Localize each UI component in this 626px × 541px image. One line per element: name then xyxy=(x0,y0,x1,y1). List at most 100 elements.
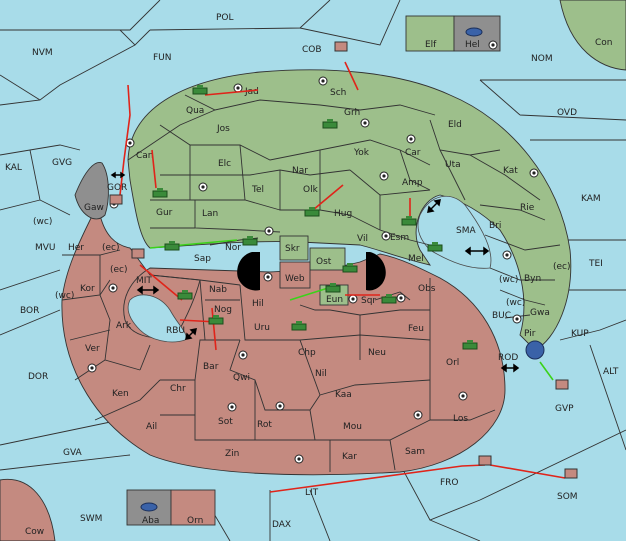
label-fro: FRO xyxy=(440,478,459,488)
army-unit[interactable] xyxy=(564,468,578,479)
army-unit[interactable] xyxy=(381,294,397,304)
label-dor: DOR xyxy=(28,372,48,382)
order-arrow xyxy=(139,264,183,301)
label-swm: SWM xyxy=(80,514,102,524)
army-unit[interactable] xyxy=(192,85,208,95)
label-grh: Grh xyxy=(344,108,360,118)
label-kam: KAM xyxy=(581,194,601,204)
label-sma: SMA xyxy=(456,226,476,236)
label-ken: Ken xyxy=(112,389,129,399)
army-unit[interactable] xyxy=(304,207,320,217)
label-hug: Hug xyxy=(334,209,352,219)
label-som: SOM xyxy=(557,492,578,502)
label-orn: Orn xyxy=(187,516,203,526)
label-kal: KAL xyxy=(5,163,22,173)
province-elf[interactable] xyxy=(405,15,455,52)
army-unit[interactable] xyxy=(555,379,569,390)
label-obs: Obs xyxy=(418,284,436,294)
label-rod: ROD xyxy=(498,353,518,363)
arrow-both-icon xyxy=(185,328,197,340)
label-coast-wc: (wc) xyxy=(55,291,74,301)
label-jad: Jad xyxy=(244,87,259,97)
label-aba: Aba xyxy=(142,516,159,526)
label-chr: Chr xyxy=(170,384,186,394)
label-eun: Eun xyxy=(326,295,343,305)
label-skr: Skr xyxy=(285,244,300,254)
label-olk: Olk xyxy=(303,185,319,195)
fleet-unit[interactable] xyxy=(140,502,158,512)
label-rie: Rie xyxy=(520,203,535,213)
green-power-territory xyxy=(127,69,572,351)
army-unit[interactable] xyxy=(208,315,224,325)
arrow-both-icon xyxy=(464,246,490,256)
label-kaa: Kaa xyxy=(335,390,352,400)
units xyxy=(109,27,578,512)
province-skr[interactable] xyxy=(279,235,309,261)
label-ost: Ost xyxy=(316,257,332,267)
label-chp: Chp xyxy=(298,348,316,358)
label-con: Con xyxy=(595,38,613,48)
label-can: Can xyxy=(136,151,154,161)
label-nom: NOM xyxy=(531,54,553,64)
label-rot: Rot xyxy=(257,420,272,430)
label-gvp: GVP xyxy=(555,404,574,414)
province-orn[interactable] xyxy=(170,489,216,526)
army-unit[interactable] xyxy=(291,321,307,331)
army-unit[interactable] xyxy=(152,188,168,198)
label-kar: Kar xyxy=(342,452,357,462)
label-her: Her xyxy=(68,243,84,253)
label-gaw: Gaw xyxy=(84,203,104,213)
order-arrow xyxy=(119,84,131,196)
label-eld: Eld xyxy=(448,120,462,130)
label-sap: Sap xyxy=(194,254,211,264)
army-unit[interactable] xyxy=(427,242,443,252)
fleet-unit[interactable] xyxy=(525,340,545,360)
label-sot: Sot xyxy=(218,417,233,427)
army-unit[interactable] xyxy=(109,194,123,205)
order-arrow xyxy=(312,184,344,211)
order-arrow xyxy=(269,464,486,493)
army-unit[interactable] xyxy=(462,340,478,350)
label-dax: DAX xyxy=(272,520,291,530)
label-amp: Amp xyxy=(402,178,423,188)
label-sam: Sam xyxy=(405,447,425,457)
label-ail: Ail xyxy=(146,422,157,432)
arrow-both-icon xyxy=(500,363,520,373)
label-nab: Nab xyxy=(209,285,227,295)
province-gaw[interactable] xyxy=(74,162,109,220)
army-unit[interactable] xyxy=(177,290,193,300)
army-unit[interactable] xyxy=(164,241,180,251)
army-unit[interactable] xyxy=(342,263,358,273)
army-unit[interactable] xyxy=(401,216,417,226)
label-gvg: GVG xyxy=(52,158,72,168)
army-unit[interactable] xyxy=(325,283,341,293)
label-ovd: OVD xyxy=(557,108,577,118)
label-zin: Zin xyxy=(225,449,239,459)
army-unit[interactable] xyxy=(242,236,258,246)
label-bri: Bri xyxy=(489,221,501,231)
label-nvm: NVM xyxy=(32,48,53,58)
army-unit[interactable] xyxy=(322,119,338,129)
army-unit[interactable] xyxy=(478,455,492,466)
province-ost[interactable] xyxy=(309,247,346,271)
label-kat: Kat xyxy=(503,166,518,176)
label-pir: Pir xyxy=(524,329,536,339)
label-nil: Nil xyxy=(315,369,327,379)
order-arrow xyxy=(204,89,259,96)
label-qwi: Qwi xyxy=(233,373,250,383)
label-sqr: Sqr xyxy=(361,296,376,306)
army-unit[interactable] xyxy=(334,41,348,52)
fleet-unit[interactable] xyxy=(465,27,483,37)
label-bar: Bar xyxy=(203,362,219,372)
red-province-lines xyxy=(61,249,496,472)
label-mvu: MVU xyxy=(35,243,56,253)
label-gwa: Gwa xyxy=(530,308,550,318)
support-line xyxy=(289,287,329,301)
province-web[interactable] xyxy=(279,261,311,289)
support-line xyxy=(539,361,554,381)
label-car: Car xyxy=(405,148,421,158)
label-web: Web xyxy=(285,274,305,284)
label-sch: Sch xyxy=(330,88,346,98)
army-unit[interactable] xyxy=(131,248,145,259)
